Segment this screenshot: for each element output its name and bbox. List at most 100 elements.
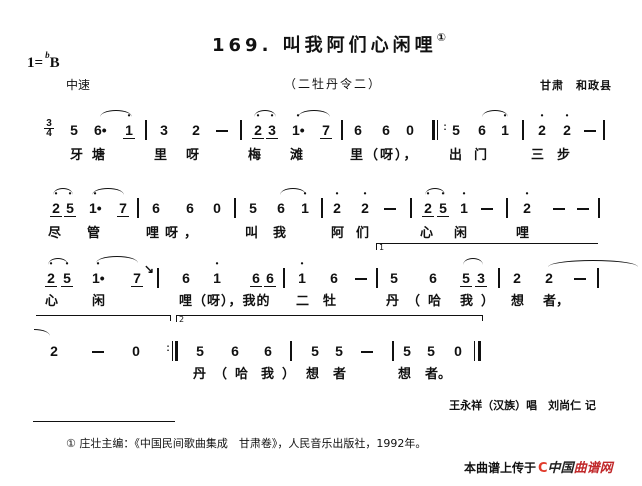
note: 2 — [536, 111, 548, 138]
note: 2 — [252, 111, 264, 139]
dash — [574, 278, 586, 280]
note: 5 — [64, 189, 76, 217]
barline — [145, 120, 147, 140]
barline — [392, 341, 394, 361]
note: 6 — [382, 122, 390, 138]
note: 1 — [123, 111, 135, 139]
lyric: 哩 — [516, 225, 530, 240]
lyric: 塘 — [92, 147, 106, 162]
note: 5 — [460, 270, 472, 287]
barline — [376, 268, 378, 288]
tie — [548, 260, 638, 267]
note: 6 — [152, 200, 160, 216]
note: 1 — [296, 259, 308, 286]
note: 6 — [330, 270, 338, 286]
footnote-divider — [33, 421, 175, 422]
dash — [355, 278, 367, 280]
note: 2 — [192, 122, 200, 138]
lyric: 者 — [333, 366, 347, 381]
note: 1• — [292, 111, 305, 138]
note: 5 — [403, 343, 411, 359]
note: 6 — [354, 122, 362, 138]
note: 7 — [117, 200, 129, 217]
note: 2 — [331, 189, 343, 216]
repeat-dots: : — [443, 122, 447, 133]
lyric: 里（呀）， — [350, 147, 419, 162]
note: 5 — [452, 122, 460, 138]
note: 6 — [186, 200, 194, 216]
final-barline — [478, 341, 481, 361]
volta-number: 1 — [379, 243, 385, 252]
song-title: 169. 叫我阿们心闲哩① — [212, 31, 446, 57]
barline — [341, 120, 343, 140]
repeat-dots: : — [166, 343, 170, 354]
note: 5 — [311, 343, 319, 359]
dash — [481, 208, 493, 210]
volta-1-end-hook — [170, 315, 171, 321]
lyric: 想 — [398, 366, 412, 381]
score-line-4: 2 0 : 5 6 6 5 5 5 5 0 丹（哈 我） 想 者 想 者。 — [0, 329, 642, 393]
slur — [463, 258, 483, 265]
note: 5 — [437, 189, 449, 217]
logo-text-2: 曲谱网 — [573, 461, 613, 476]
barline — [598, 198, 600, 218]
barline — [321, 198, 323, 218]
note: 5 — [427, 343, 435, 359]
repeat-thin-line — [437, 120, 438, 140]
volta-2-end-hook — [482, 315, 483, 321]
score-line-2: 2 5 1• 7 6 6 0 5 6 1 2 2 2 5 1 2 尽 管 哩呀，… — [0, 188, 642, 260]
lyric: 二 — [296, 293, 310, 308]
lyric: 阿 — [331, 225, 345, 240]
lyric: 滩 — [290, 147, 304, 162]
lyric: 者， — [543, 293, 570, 308]
note: 2 — [521, 189, 533, 216]
dash — [216, 130, 228, 132]
slur — [92, 188, 124, 195]
note: 2 — [545, 270, 553, 286]
volta-1-bracket: 1 — [376, 243, 598, 252]
lyric: 我） — [460, 293, 503, 308]
lyric: 牙 — [70, 147, 84, 162]
dash — [92, 351, 104, 353]
site-logo[interactable]: C中国曲谱网 — [538, 457, 613, 476]
lyric: 丹（哈 — [193, 366, 257, 381]
lyric: 呀 — [186, 147, 200, 162]
note: 7 — [320, 122, 332, 139]
final-thin-line — [474, 341, 475, 361]
note: 5 — [390, 270, 398, 286]
note: 2 — [561, 111, 573, 138]
slur — [280, 188, 306, 195]
note: 6 — [429, 270, 437, 286]
lyric: 想 — [511, 293, 525, 308]
note: 2 — [50, 189, 62, 217]
barline — [597, 268, 599, 288]
note: 6 — [264, 270, 276, 287]
note: 5 — [335, 343, 343, 359]
score-line-1: 3 4 5 6• 1 3 2 2 3 1• 7 6 6 0 : 5 6 1 2 … — [0, 110, 642, 182]
slur — [298, 110, 330, 117]
note: 0 — [132, 343, 140, 359]
title-text: 169. 叫我阿们心闲哩 — [212, 35, 437, 56]
barline — [234, 198, 236, 218]
note: 1 — [211, 259, 223, 286]
note: 0 — [213, 200, 221, 216]
note: 6• — [94, 122, 107, 138]
dash — [384, 208, 396, 210]
note: 6 — [277, 200, 285, 216]
lyric: 叫 — [245, 225, 259, 240]
lyric: 想 — [306, 366, 320, 381]
note: 5 — [196, 343, 204, 359]
note: 1 — [458, 189, 470, 216]
lyric: 们 — [356, 225, 370, 240]
time-top: 3 — [46, 118, 52, 129]
subtitle: （二牡丹令二） — [284, 77, 383, 91]
note: 1• — [89, 189, 102, 216]
note: 6 — [478, 122, 486, 138]
logo-text-1: 中国 — [547, 461, 574, 476]
dash — [584, 130, 596, 132]
note: 2 — [50, 343, 58, 359]
barline — [522, 120, 524, 140]
note: 2 — [422, 189, 434, 217]
barline — [506, 198, 508, 218]
flat-sign: b — [45, 50, 50, 60]
